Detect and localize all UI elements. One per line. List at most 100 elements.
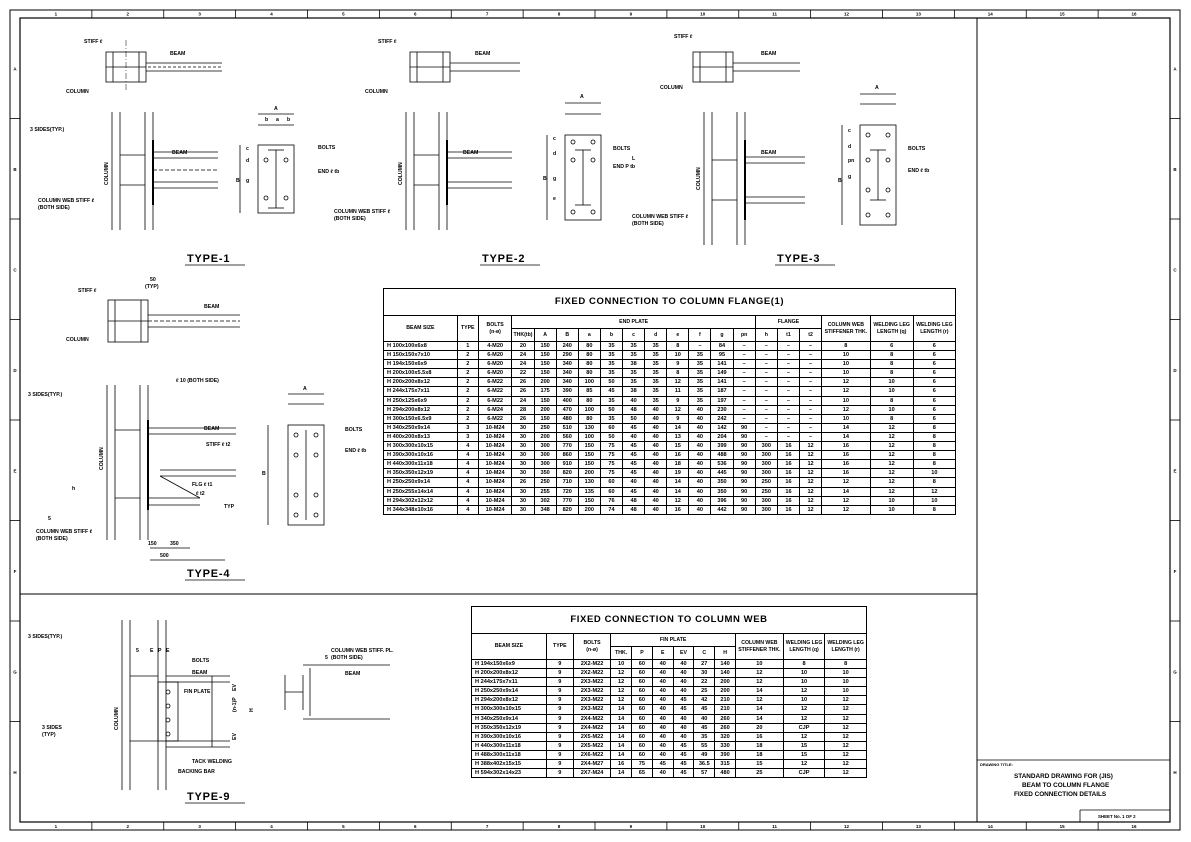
table-cell: H 100x100x6x8 — [383, 340, 458, 352]
type1-title: TYPE-1 — [187, 253, 230, 265]
type9-fin-plate-label: FIN PLATE — [184, 689, 211, 695]
table-cell: – — [732, 340, 756, 352]
table-cell: 35 — [688, 377, 712, 388]
type9-backing-label: BACKING BAR — [178, 769, 215, 775]
table-cell: 14 — [821, 486, 871, 497]
table-cell: 10-M24 — [477, 468, 513, 479]
table-cell: 2X4-M22 — [572, 722, 612, 733]
type4-beam-top-label: BEAM — [204, 304, 219, 310]
table-cell: 9 — [545, 740, 574, 751]
table-cell: 40 — [622, 477, 646, 488]
table-cell: 350 — [710, 477, 734, 488]
table-cell: – — [776, 395, 801, 406]
table-cell: 80 — [577, 368, 601, 379]
web-col-fin-plate: FIN PLATE — [610, 633, 736, 647]
table-cell: 40 — [644, 413, 668, 424]
grid-column-ref: 8 — [558, 12, 561, 17]
table-cell: 45 — [693, 704, 716, 715]
table-cell: 40 — [622, 431, 646, 443]
table-cell: 150 — [533, 340, 557, 352]
table-cell: – — [754, 368, 778, 379]
table-cell: 16 — [821, 441, 871, 452]
table-cell: 197 — [710, 395, 734, 406]
table-cell: 30 — [511, 468, 535, 479]
table-cell: 2X3-M22 — [572, 677, 612, 688]
table-cell: 300 — [754, 468, 778, 479]
web-connection-table: FIXED CONNECTION TO COLUMN WEB BEAM SIZE… — [471, 606, 867, 779]
table-cell: H 300x300x10x15 — [383, 441, 458, 452]
table-cell: 10 — [869, 404, 914, 415]
table-cell: 300 — [754, 459, 778, 470]
table-cell: 400 — [555, 395, 579, 406]
table-cell: 302 — [533, 495, 557, 506]
table-cell: 200 — [577, 504, 601, 515]
table-cell: 3 — [456, 422, 479, 433]
type1-bolts-label: BOLTS — [318, 145, 336, 151]
table-cell: 100 — [577, 377, 601, 388]
table-cell: 8 — [782, 658, 826, 670]
table-cell: 8 — [912, 422, 957, 433]
type1-dim-c: c — [246, 146, 249, 152]
table-cell: 12 — [798, 450, 823, 461]
table-cell: – — [798, 377, 823, 388]
table-cell: 200 — [577, 468, 601, 479]
type4-column-label: COLUMN — [99, 447, 105, 470]
type2-dim-d: d — [553, 151, 556, 157]
table-cell: 14 — [610, 768, 633, 779]
table-cell: 720 — [555, 486, 579, 497]
table-cell: 40 — [688, 431, 712, 443]
type9-column-label: COLUMN — [114, 707, 120, 730]
type3-bolts-label: BOLTS — [908, 146, 926, 152]
table-cell: – — [798, 395, 823, 406]
type3-dim-pn: pn — [848, 158, 854, 164]
grid-row-ref: D — [13, 368, 17, 373]
table-cell: – — [688, 340, 712, 352]
table-cell: 40 — [651, 749, 674, 761]
table-cell: 250 — [533, 477, 557, 488]
table-cell: 200 — [714, 686, 736, 697]
table-cell: 12 — [869, 468, 914, 479]
table-cell: 12 — [821, 404, 871, 415]
table-cell: 35 — [644, 359, 668, 370]
table-cell: 90 — [732, 495, 756, 506]
table-cell: 480 — [714, 768, 736, 779]
type2-column-label: COLUMN — [398, 162, 404, 185]
title-line-1: STANDARD DRAWING FOR (JIS) — [1014, 773, 1113, 780]
table-cell: 48 — [622, 404, 646, 415]
table-cell: 40 — [693, 713, 716, 724]
grid-row-ref: A — [13, 66, 17, 71]
table-cell: 710 — [555, 477, 579, 488]
type2-title: TYPE-2 — [482, 253, 525, 265]
table-cell: 60 — [631, 731, 653, 742]
type9-typ-label: (TYP) — [42, 732, 56, 738]
table-cell: – — [754, 350, 778, 361]
table-cell: 6 — [912, 350, 957, 361]
table-cell: 15 — [782, 740, 826, 751]
table-cell: 35 — [622, 368, 646, 379]
type1-dim-a2: a — [276, 117, 279, 123]
table-cell: 350 — [533, 468, 557, 479]
table-cell: 45 — [672, 704, 695, 715]
grid-column-ref: 10 — [700, 824, 706, 829]
table-cell: 14 — [610, 749, 633, 761]
type1-end-plate-label: END ℓ tb — [318, 169, 339, 175]
table-cell: 40 — [688, 441, 712, 452]
table-cell: 8 — [869, 413, 914, 424]
grid-column-ref: 9 — [630, 824, 633, 829]
table-cell: 50 — [599, 431, 624, 443]
table-cell: 9 — [545, 686, 574, 697]
table-cell: 12 — [798, 459, 823, 470]
table-cell: H 594x302x14x23 — [471, 768, 547, 779]
table-cell: 2 — [456, 377, 479, 388]
table-cell: 80 — [577, 413, 601, 424]
grid-column-ref: 16 — [1132, 12, 1138, 17]
table-cell: 40 — [651, 768, 674, 779]
table-cell: 12 — [824, 768, 867, 779]
type3-beam-top-label: BEAM — [761, 51, 776, 57]
table-cell: H 200x200x8x12 — [383, 377, 458, 388]
table-cell: 40 — [644, 404, 668, 415]
